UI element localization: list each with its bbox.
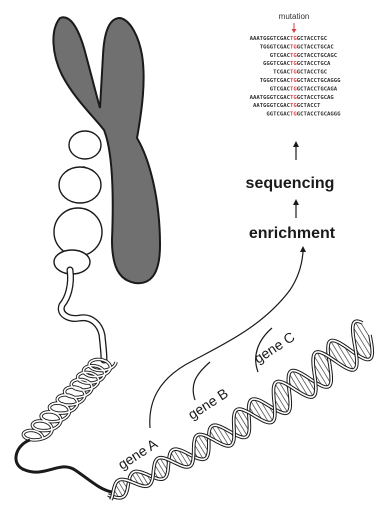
arrow-to-enrichment [300,246,306,252]
sequence-read: TGGGTCGACTGGCTACCTGCAGGG [260,78,341,84]
read-prefix: AAATGGGTCGAC [250,95,290,101]
nucleosome-coil [16,359,116,492]
sequence-read: AATGGGTCGACTGGCTACCT [253,103,321,109]
read-prefix: GTCGAC [270,53,290,59]
read-suffix: GCTACCTGCAGGG [297,112,341,118]
base-pair [118,481,126,494]
enrichment-label: enrichment [249,225,336,242]
read-prefix: GGGTCGAC [263,61,290,67]
gene-b-label: gene B [185,385,231,423]
sequence-read: TGGGTCGACTGGCTACCTGCAC [260,44,334,50]
sequence-read: GGTCGACTGGCTACCTGCAGGG [266,112,341,118]
sequence-read: AAATGGGTCGACTGGCTACCTGCAG [250,95,335,101]
read-prefix: TCGAC [273,70,290,76]
sequence-read: TCGACTGGCTACCTGC [273,70,327,76]
read-suffix: GCTACCT [297,103,321,109]
read-suffix: GCTACCTGCAG [297,95,335,101]
read-prefix: TGGGTCGAC [260,44,290,50]
arrow-to-reads [293,141,299,160]
gene-c-label: gene C [251,329,298,367]
read-suffix: GCTACCTGCAGC [297,53,337,59]
chromatin-coil [54,131,102,274]
read-suffix: GCTACCTGCAGA [297,86,338,92]
sequence-read: GTCGACTGGCTACCTGCAGA [270,86,338,92]
read-prefix: AAATGGGTCGAC [250,36,290,42]
sequence-read: AAATGGGTCGACTGGCTACCTGC [250,36,327,42]
read-suffix: GCTACCTGCA [297,61,331,67]
dna-strand-2-fill [111,321,363,500]
read-suffix: GCTACCTGCAGGG [297,78,341,84]
sequence-read: GTCGACTGGCTACCTGCAGC [270,53,337,59]
read-prefix: GTCGAC [270,86,290,92]
solenoid-strand [23,359,116,440]
sequencing-reads: AAATGGGTCGACTGGCTACCTGC TGGGTCGACTGGCTACC… [250,36,342,118]
read-prefix: TGGGTCGAC [260,78,290,84]
read-prefix: GGTCGAC [266,112,290,118]
mutation-label: mutation [279,12,310,21]
dna-double-helix [108,321,372,500]
solenoid-tail [16,440,112,492]
read-suffix: GCTACCTGC [297,70,327,76]
read-suffix: GCTACCTGCAC [297,44,334,50]
sequence-read: GGGTCGACTGGCTACCTGCA [263,61,331,67]
chromatin-fiber [61,270,104,360]
base-pair [156,460,166,476]
base-pair [195,438,207,457]
sequencing-label: sequencing [246,175,335,192]
arrow-to-sequencing [293,199,299,218]
mutation-arrow [292,23,297,33]
read-suffix: GCTACCTGC [297,36,327,42]
read-prefix: AATGGGTCGAC [253,103,290,109]
